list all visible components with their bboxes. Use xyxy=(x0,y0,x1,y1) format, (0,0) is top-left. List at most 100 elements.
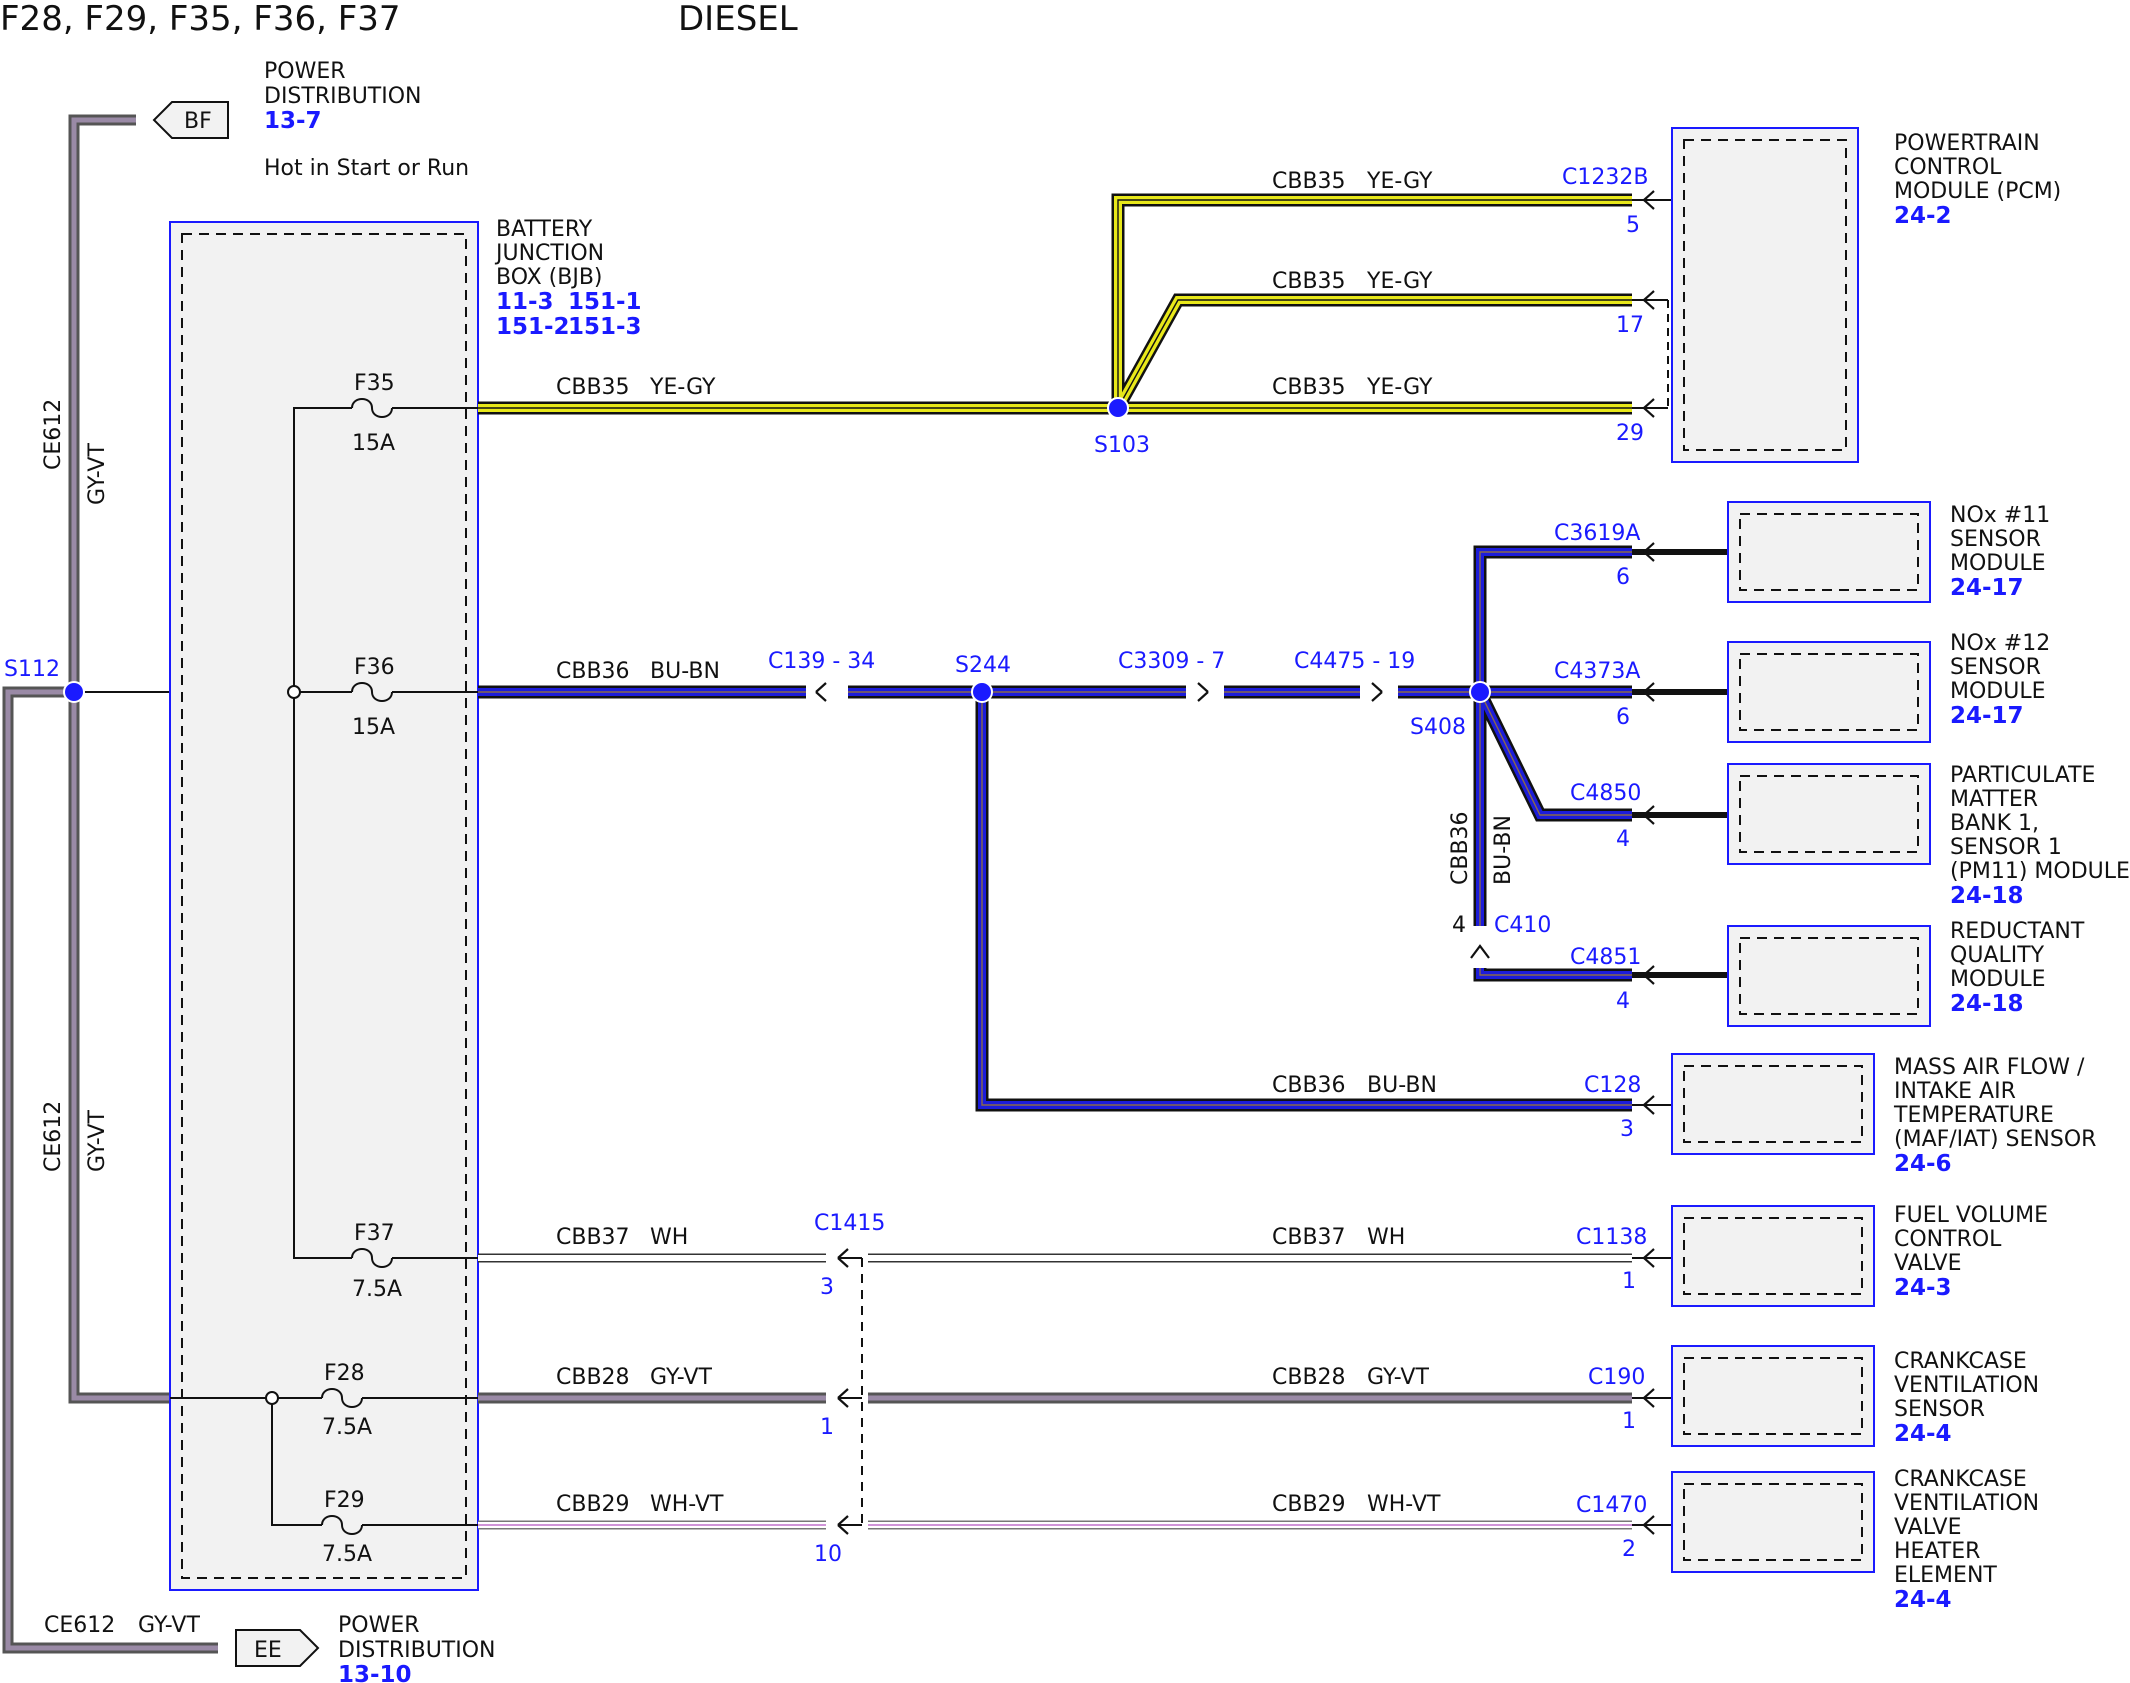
pm-title-2: MATTER xyxy=(1950,787,2038,812)
fuse-f29-rating: 7.5A xyxy=(322,1542,372,1567)
fuse-f37-name: F37 xyxy=(354,1221,395,1246)
maf-title-2: INTAKE AIR xyxy=(1894,1079,2016,1104)
nox11-title-3: MODULE xyxy=(1950,551,2046,576)
ccvs-title-3: SENSOR xyxy=(1894,1397,1985,1422)
svg-text:CBB36: CBB36 xyxy=(1448,811,1473,885)
splice-s408-dot xyxy=(1469,681,1491,703)
maf-title-4: (MAF/IAT) SENSOR xyxy=(1894,1127,2096,1152)
splice-s408-label: S408 xyxy=(1410,715,1466,740)
svg-text:GY-VT: GY-VT xyxy=(85,1110,110,1172)
splice-s103-label: S103 xyxy=(1094,433,1150,458)
ccvs-connector: C190 xyxy=(1588,1365,1645,1390)
rq-title-3: MODULE xyxy=(1950,967,2046,992)
cbb29-left-circuit: CBB29 xyxy=(556,1492,630,1517)
fuse-f37: F37 7.5A xyxy=(351,1221,402,1302)
component-pin-arrows xyxy=(1642,189,1656,1536)
fvcv-title-3: VALVE xyxy=(1894,1251,1961,1276)
nox11-title-2: SENSOR xyxy=(1950,527,2041,552)
power-bottom-ref: 13-10 xyxy=(338,1662,412,1683)
pcm-pin-29: 29 xyxy=(1616,421,1644,446)
nox11-connector: C3619A xyxy=(1554,521,1640,546)
splice-s103-dot xyxy=(1107,397,1129,419)
connector-ee-label: EE xyxy=(254,1638,282,1663)
pcm-connector: C1232B xyxy=(1562,165,1648,190)
inline-c1415-label: C1415 xyxy=(814,1211,885,1236)
maf-pin: 3 xyxy=(1620,1117,1634,1142)
component-fuel-volume-control-valve: FUEL VOLUME CONTROL VALVE 24-3 C1138 1 xyxy=(1576,1203,2048,1307)
rq-connector: C4851 xyxy=(1570,945,1641,970)
ccvv-ref: 24-4 xyxy=(1894,1587,1952,1613)
maf-title-1: MASS AIR FLOW / xyxy=(1894,1055,2085,1080)
connector-bf-shape xyxy=(152,101,229,139)
cbb37-left-circuit: CBB37 xyxy=(556,1225,630,1250)
bjb-internal-bus xyxy=(170,407,478,1526)
cbb37-right-color: WH xyxy=(1367,1225,1405,1250)
fuse-f28-rating: 7.5A xyxy=(322,1415,372,1440)
cbb35-pin17-circuit: CBB35 xyxy=(1272,269,1346,294)
fuse-f36: F36 15A xyxy=(351,655,395,740)
component-crankcase-ventilation-sensor: CRANKCASE VENTILATION SENSOR 24-4 C190 1 xyxy=(1588,1345,2039,1447)
ccvv-title-1: CRANKCASE xyxy=(1894,1467,2027,1492)
cbb35-pin5-color: YE-GY xyxy=(1366,169,1433,194)
splice-s112-label: S112 xyxy=(4,657,60,682)
pm-ref: 24-18 xyxy=(1950,883,2024,909)
pcm-pin-5: 5 xyxy=(1626,213,1640,238)
ccvs-ref: 24-4 xyxy=(1894,1421,1952,1447)
gyvt-lower-label: GY-VT xyxy=(85,1110,110,1172)
pm-title-4: SENSOR 1 xyxy=(1950,835,2062,860)
inline-c1415-pin-a: 3 xyxy=(820,1275,834,1300)
nox12-title-2: SENSOR xyxy=(1950,655,2041,680)
pm-title-5: (PM11) MODULE xyxy=(1950,859,2130,884)
inline-c3309-label: C3309 - 7 xyxy=(1118,649,1225,674)
component-nox12: NOx #12 SENSOR MODULE 24-17 C4373A 6 xyxy=(1554,631,2050,743)
fuse-f35: F35 15A xyxy=(351,371,395,456)
bjb-ref-4: 151-3 xyxy=(568,314,642,340)
cbb35-pin29-circuit: CBB35 xyxy=(1272,375,1346,400)
header-engine: DIESEL xyxy=(678,0,798,39)
bjb-ref-2: 151-1 xyxy=(568,289,642,315)
fuse-f35-rating: 15A xyxy=(352,431,395,456)
cbb35-main-color: YE-GY xyxy=(649,375,716,400)
ccvs-title-2: VENTILATION xyxy=(1894,1373,2039,1398)
pm-title-1: PARTICULATE xyxy=(1950,763,2095,788)
pcm-title-2: CONTROL xyxy=(1894,155,2002,180)
fvcv-connector: C1138 xyxy=(1576,1225,1647,1250)
ccvs-pin: 1 xyxy=(1622,1409,1636,1434)
feed-wire-ce612 xyxy=(2,114,218,1654)
ccvv-pin: 2 xyxy=(1622,1537,1636,1562)
connector-ee-shape xyxy=(235,1629,320,1667)
fuse-f29: F29 7.5A xyxy=(321,1488,372,1567)
pcm-title-1: POWERTRAIN xyxy=(1894,131,2040,156)
power-top-title-2: DISTRIBUTION xyxy=(264,84,422,109)
maf-ref: 24-6 xyxy=(1894,1151,1952,1177)
inline-c1415-pin-b: 1 xyxy=(820,1415,834,1440)
inline-c139-label: C139 - 34 xyxy=(768,649,875,674)
rq-pin: 4 xyxy=(1616,989,1630,1014)
pcm-ref: 24-2 xyxy=(1894,203,1952,229)
nox12-connector: C4373A xyxy=(1554,659,1640,684)
pm-connector: C4850 xyxy=(1570,781,1641,806)
gyvt-upper-label: GY-VT xyxy=(85,443,110,505)
svg-text:CE612: CE612 xyxy=(41,1101,66,1172)
svg-text:GY-VT: GY-VT xyxy=(85,443,110,505)
battery-junction-box: BATTERY JUNCTION BOX (BJB) 11-3 151-1 15… xyxy=(169,217,642,1591)
fuse-f37-rating: 7.5A xyxy=(352,1277,402,1302)
fuse-f36-name: F36 xyxy=(354,655,395,680)
header-fuse-list: F28, F29, F35, F36, F37 xyxy=(0,0,401,39)
power-distribution-bottom: CE612 GY-VT EE POWER DISTRIBUTION 13-10 xyxy=(44,1613,496,1683)
pm-pin: 4 xyxy=(1616,827,1630,852)
pcm-pin-17: 17 xyxy=(1616,313,1644,338)
wire-cbb35 xyxy=(478,193,1632,415)
power-top-note: Hot in Start or Run xyxy=(264,156,469,181)
maf-title-3: TEMPERATURE xyxy=(1893,1103,2054,1128)
fuse-f28-name: F28 xyxy=(324,1361,365,1386)
svg-text:CE612: CE612 xyxy=(41,399,66,470)
c3309-arrow xyxy=(1196,681,1210,703)
nox12-ref: 24-17 xyxy=(1950,703,2024,729)
pcm-title-3: MODULE (PCM) xyxy=(1894,179,2061,204)
power-top-ref: 13-7 xyxy=(264,108,322,134)
c4475-arrow xyxy=(1370,681,1384,703)
nox11-title-1: NOx #11 xyxy=(1950,503,2050,528)
cbb36-maf-circuit: CBB36 xyxy=(1272,1073,1346,1098)
